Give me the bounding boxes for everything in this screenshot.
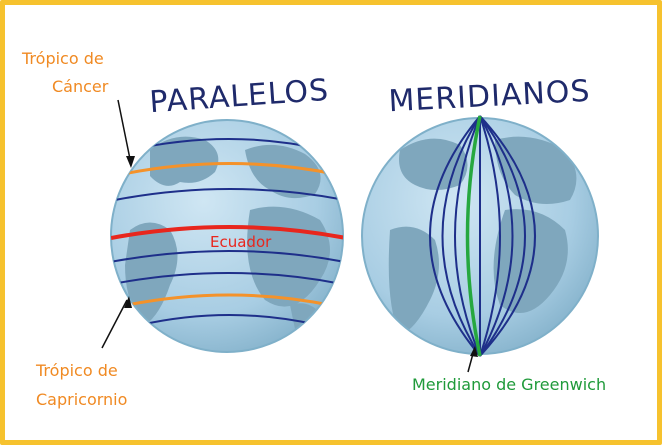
capricorn-arrow-head bbox=[124, 296, 132, 308]
tropic-of-cancer-label-line2: Cáncer bbox=[52, 77, 109, 96]
meridian-lines bbox=[429, 115, 536, 357]
right-globe-land bbox=[388, 136, 577, 335]
arrow-heads bbox=[124, 156, 478, 357]
parallels-title: PARALELOS bbox=[148, 73, 330, 120]
capricorn-arrow bbox=[101, 299, 128, 349]
tropic-of-cancer-label-line1: Trópico de bbox=[21, 49, 104, 68]
meridians-title: MERIDIANOS bbox=[388, 74, 592, 120]
meridians-globe bbox=[361, 115, 599, 357]
greenwich-arrow-head bbox=[470, 346, 478, 357]
tropic-of-cancer-line bbox=[117, 162, 341, 177]
equator-line bbox=[111, 225, 343, 240]
tropic-of-capricorn-label-line1: Trópico de bbox=[35, 361, 118, 380]
greenwich-meridian-line bbox=[465, 115, 482, 357]
cancer-arrow bbox=[117, 99, 132, 165]
greenwich-label: Meridiano de Greenwich bbox=[412, 375, 606, 394]
cancer-arrow-head bbox=[126, 156, 135, 168]
tropic-of-capricorn-line bbox=[121, 293, 336, 308]
equator-label: Ecuador bbox=[210, 233, 272, 251]
parallels-globe bbox=[110, 119, 344, 353]
tropic-of-capricorn-label-line2: Capricornio bbox=[36, 390, 127, 409]
